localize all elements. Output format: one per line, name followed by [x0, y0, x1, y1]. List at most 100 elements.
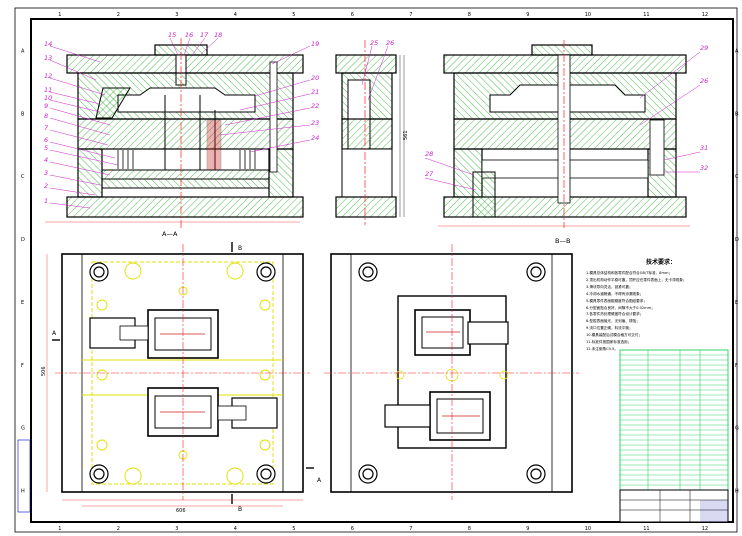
zone-col-top-6: 6: [351, 12, 354, 18]
zone-row-right-E: E: [735, 300, 738, 306]
part-number-13: 13: [44, 54, 52, 62]
note-line: 9.浇口位置正确，料流平衡；: [586, 326, 633, 331]
moving-half-plan-view: B B A A 606 506: [41, 242, 322, 514]
note-line: 3.滑块导向灵活，锁紧可靠；: [586, 285, 633, 290]
outer-border: [14, 7, 738, 533]
fixed-half-plan-view: [324, 244, 579, 500]
zone-row-left-C: C: [21, 174, 25, 180]
zone-col-bottom-3: 3: [175, 526, 178, 532]
section-arrow-b-bottom: B: [238, 506, 242, 513]
zone-col-top-3: 3: [175, 12, 178, 18]
part-number-5: 5: [44, 144, 48, 152]
note-line: 7.各零件热处理硬度符合设计要求；: [586, 312, 644, 317]
left-stamp-box: [17, 439, 31, 513]
note-line: 4.冷却水道畅通，不得有渗漏现象；: [586, 291, 644, 296]
zone-col-top-12: 12: [702, 12, 708, 18]
part-number-3: 3: [44, 169, 48, 177]
zone-col-top-1: 1: [58, 12, 61, 18]
zone-row-left-A: A: [21, 48, 25, 54]
part-number-16: 16: [185, 31, 193, 39]
zone-col-bottom-1: 1: [58, 526, 61, 532]
section-arrow-a-left: A: [52, 330, 57, 337]
zone-col-bottom-10: 10: [585, 526, 591, 532]
part-number-18: 18: [214, 31, 222, 39]
zone-col-top-5: 5: [292, 12, 295, 18]
part-number-11: 11: [44, 86, 52, 94]
part-number-side-26: 26: [386, 39, 394, 47]
zone-row-right-H: H: [735, 489, 739, 495]
section-arrow-a-right: A: [317, 477, 322, 484]
part-number-bb-32: 32: [700, 164, 708, 172]
zone-col-top-10: 10: [585, 12, 591, 18]
side-height-dim: 561: [403, 130, 409, 140]
zone-col-top-2: 2: [117, 12, 120, 18]
inner-border: [30, 18, 734, 523]
zone-row-left-D: D: [21, 237, 25, 243]
part-number-24: 24: [311, 134, 319, 142]
zone-row-right-C: C: [735, 174, 739, 180]
part-number-bb-29: 29: [700, 44, 708, 52]
zone-col-bottom-7: 7: [409, 526, 412, 532]
zone-col-top-9: 9: [526, 12, 529, 18]
height-dim-left: 506: [41, 366, 47, 376]
section-aa-label: A—A: [162, 230, 178, 238]
part-number-19: 19: [311, 40, 319, 48]
part-number-20: 20: [311, 74, 319, 82]
zone-row-left-F: F: [21, 363, 24, 369]
part-number-4: 4: [44, 156, 48, 164]
zone-row-left-B: B: [21, 111, 25, 117]
zone-row-right-F: F: [735, 363, 738, 369]
part-number-12: 12: [44, 72, 52, 80]
zone-col-bottom-5: 5: [292, 526, 295, 532]
side-view: 561 25 26: [335, 39, 409, 225]
part-number-bb-26: 26: [700, 77, 708, 85]
note-line: 6.分型面贴合良好，间隙不大于0.02mm；: [586, 305, 655, 310]
parts-list-table: [619, 349, 729, 491]
part-number-17: 17: [200, 31, 209, 39]
zone-col-top-4: 4: [234, 12, 237, 18]
title-block: [619, 489, 729, 523]
zone-row-left-H: H: [21, 489, 25, 495]
note-line: 8.型腔表面抛光，无划痕、锈蚀；: [586, 319, 640, 324]
part-number-7: 7: [44, 124, 49, 132]
technical-requirements: 技术要求： 1.模具总体结构和各零件配合符合GB/T标准，8mm； 2.顶出机构动…: [586, 257, 736, 352]
width-dim-left: 606: [176, 508, 186, 514]
part-number-bb-27: 27: [425, 170, 434, 178]
zone-col-top-8: 8: [468, 12, 471, 18]
zone-col-bottom-8: 8: [468, 526, 471, 532]
zone-row-right-B: B: [735, 111, 739, 117]
part-number-23: 23: [311, 119, 319, 127]
zone-row-right-A: A: [735, 48, 739, 54]
zone-col-bottom-9: 9: [526, 526, 529, 532]
zone-col-top-11: 11: [643, 12, 649, 18]
zone-row-left-E: E: [21, 300, 24, 306]
part-number-side-25: 25: [370, 39, 378, 47]
zone-row-right-D: D: [735, 237, 739, 243]
section-arrow-b-top: B: [238, 245, 242, 252]
part-number-21: 21: [311, 88, 319, 96]
zone-col-bottom-6: 6: [351, 526, 354, 532]
zone-col-bottom-11: 11: [643, 526, 649, 532]
part-number-1: 1: [44, 197, 48, 205]
zone-row-right-G: G: [735, 426, 739, 432]
part-number-2: 2: [44, 182, 48, 190]
part-number-6: 6: [44, 136, 48, 144]
zone-row-left-G: G: [21, 426, 25, 432]
part-number-10: 10: [44, 94, 52, 102]
part-number-22: 22: [311, 102, 319, 110]
part-number-15: 15: [168, 31, 176, 39]
notes-title: 技术要求：: [645, 259, 676, 266]
note-line: 5.模具零件表面粗糙度符合图纸要求；: [586, 298, 647, 303]
zone-col-bottom-4: 4: [234, 526, 237, 532]
section-bb-label: B—B: [555, 237, 570, 245]
part-number-bb-31: 31: [700, 144, 708, 152]
note-line: 1.模具总体结构和各零件配合符合GB/T标准，8mm；: [586, 271, 673, 276]
zone-col-bottom-2: 2: [117, 526, 120, 532]
note-line: 2.顶出机构动作平稳可靠，顶杆应在零件表面上，无卡滞现象；: [586, 278, 687, 283]
part-number-14: 14: [44, 40, 52, 48]
zone-col-bottom-12: 12: [702, 526, 708, 532]
zone-col-top-7: 7: [409, 12, 412, 18]
